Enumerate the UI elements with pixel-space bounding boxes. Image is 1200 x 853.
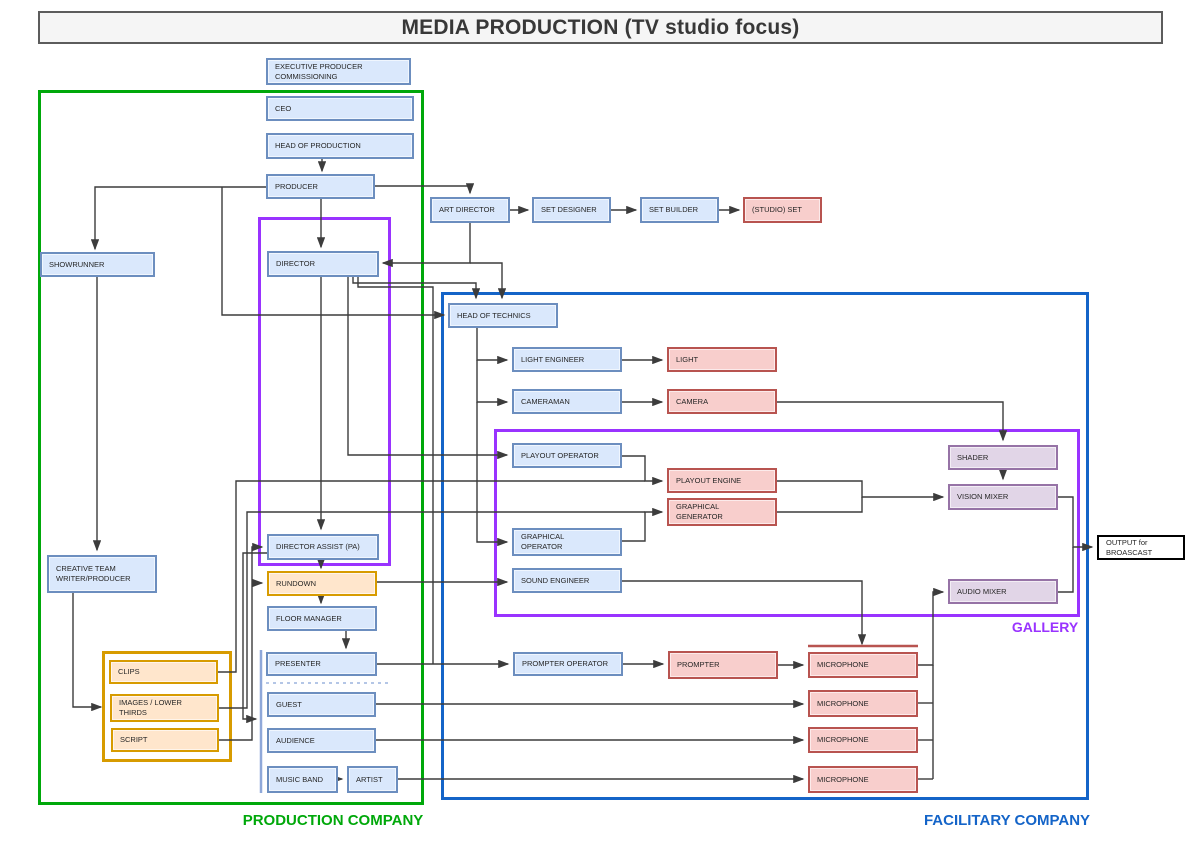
edge-34	[777, 497, 863, 513]
node-audio-mixer: AUDIO MIXER	[948, 579, 1058, 604]
edge-32	[622, 580, 867, 646]
edge-17	[476, 328, 509, 365]
diagram-title: MEDIA PRODUCTION (TV studio focus)	[401, 15, 800, 39]
edge-22	[777, 401, 1008, 442]
node-graphical-operator: GRAPHICAL OPERATOR	[512, 528, 622, 556]
node-playout-engine: PLAYOUT ENGINE	[667, 468, 777, 493]
gallery-label: GALLERY	[1011, 619, 1079, 635]
edge-18	[476, 360, 509, 407]
node-microphone-artist: MICROPHONE	[808, 766, 918, 793]
edge-35	[1058, 496, 1094, 552]
node-clips: CLIPS	[109, 660, 218, 684]
node-light: LIGHT	[667, 347, 777, 372]
container-production-company	[38, 90, 424, 805]
node-art-director: ART DIRECTOR	[430, 197, 510, 223]
diagram-title-bar: MEDIA PRODUCTION (TV studio focus)	[38, 11, 1163, 44]
node-ceo: CEO	[266, 96, 414, 121]
node-creative-team: CREATIVE TEAM WRITER/PRODUCER	[47, 555, 157, 593]
node-sound-engineer: SOUND ENGINEER	[512, 568, 622, 593]
node-microphone-presenter: MICROPHONE	[808, 652, 918, 678]
production-company-label: PRODUCTION COMPANY	[242, 812, 424, 829]
node-director-assist: DIRECTOR ASSIST (PA)	[267, 534, 379, 560]
node-output-for-broadcast: OUTPUT for BROASCAST	[1097, 535, 1185, 560]
edge-19	[476, 402, 509, 547]
edge-49	[72, 593, 103, 712]
edge-30	[242, 552, 267, 724]
edge-33	[777, 480, 945, 502]
node-prompter: PROMPTER	[668, 651, 778, 679]
node-audience: AUDIENCE	[267, 728, 376, 753]
node-music-band: MUSIC BAND	[267, 766, 338, 793]
node-showrunner: SHOWRUNNER	[40, 252, 155, 277]
edge-25	[218, 480, 645, 673]
node-microphone-audience: MICROPHONE	[808, 727, 918, 753]
edge-24	[622, 455, 664, 486]
edge-27	[219, 511, 645, 709]
node-script: SCRIPT	[111, 728, 219, 752]
node-playout-operator: PLAYOUT OPERATOR	[512, 443, 622, 468]
node-shader: SHADER	[948, 445, 1058, 470]
node-camera: CAMERA	[667, 389, 777, 414]
node-artist: ARTIST	[347, 766, 398, 793]
node-cameraman: CAMERAMAN	[512, 389, 622, 414]
edge-4	[375, 183, 475, 195]
node-guest: GUEST	[267, 692, 376, 717]
edge-11	[357, 277, 434, 664]
node-studio-set: (STUDIO) SET	[743, 197, 822, 223]
container-media-assets-group	[102, 651, 232, 762]
node-floor-manager: FLOOR MANAGER	[267, 606, 377, 631]
container-gallery	[494, 429, 1080, 617]
edge-2	[221, 187, 446, 320]
facilitary-company-label: FACILITARY COMPANY	[923, 812, 1091, 829]
edge-10	[352, 277, 481, 300]
node-presenter: PRESENTER	[266, 652, 377, 676]
node-microphone-guest: MICROPHONE	[808, 690, 918, 717]
edge-12	[347, 277, 509, 460]
edge-1	[90, 186, 266, 251]
node-set-designer: SET DESIGNER	[532, 197, 611, 223]
edge-36	[1058, 547, 1074, 593]
edge-37	[918, 587, 945, 666]
node-set-builder: SET BUILDER	[640, 197, 719, 223]
node-director: DIRECTOR	[267, 251, 379, 277]
node-light-engineer: LIGHT ENGINEER	[512, 347, 622, 372]
edge-26	[622, 507, 664, 542]
node-executive-producer: EXECUTIVE PRODUCER COMMISSIONING	[266, 58, 411, 85]
edge-9	[470, 262, 507, 300]
node-rundown: RUNDOWN	[267, 571, 377, 596]
edge-28	[219, 542, 264, 741]
node-producer: PRODUCER	[266, 174, 375, 199]
node-head-of-production: HEAD OF PRODUCTION	[266, 133, 414, 159]
edge-8	[381, 223, 471, 268]
node-head-of-technics: HEAD OF TECHNICS	[448, 303, 558, 328]
node-images-lower-thirds: IMAGES / LOWER THIRDS	[110, 694, 219, 722]
node-prompter-operator: PROMPTER OPERATOR	[513, 652, 623, 676]
node-vision-mixer: VISION MIXER	[948, 484, 1058, 510]
node-graphical-generator: GRAPHICAL GENERATOR	[667, 498, 777, 526]
